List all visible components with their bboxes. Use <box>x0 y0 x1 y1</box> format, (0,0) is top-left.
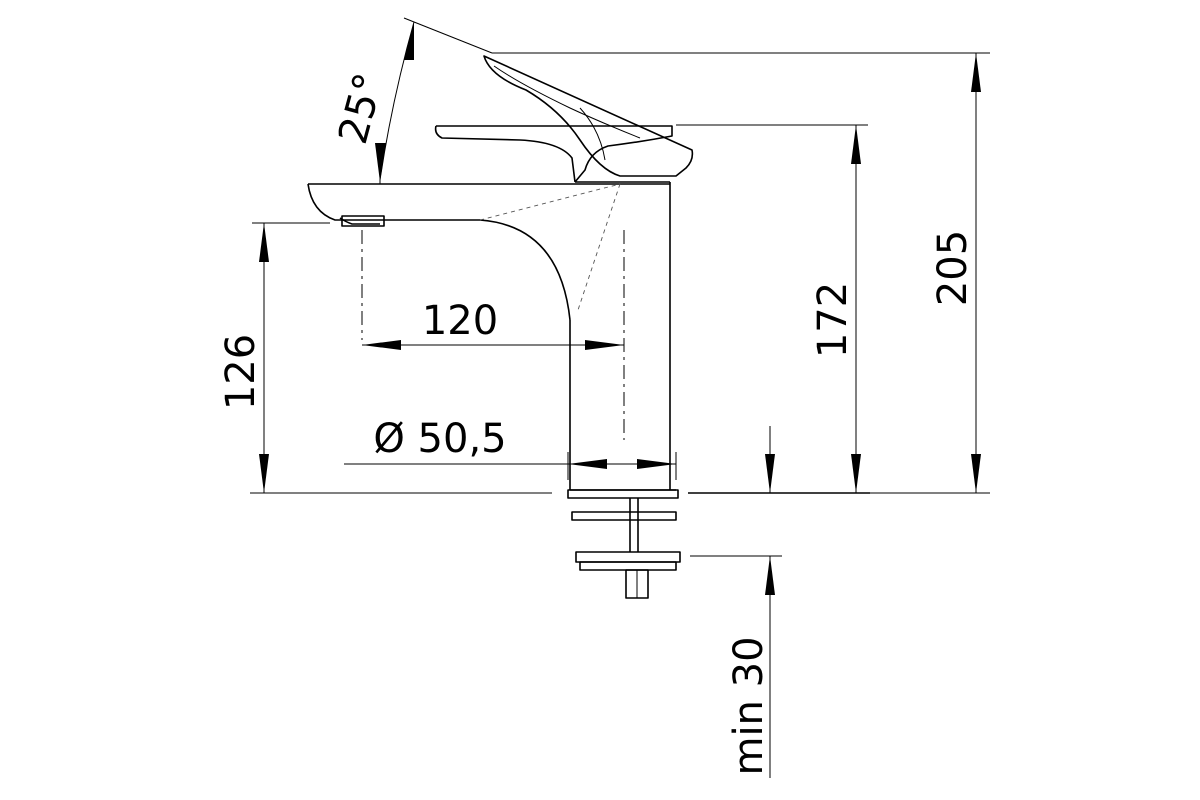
faucet-lever-open <box>483 55 694 177</box>
dim-label-205: 205 <box>930 230 976 306</box>
dim-label-diameter: Ø 50,5 <box>373 416 506 462</box>
dim-label-angle: 25° <box>330 68 393 148</box>
dim-lever-angle: 25° <box>330 21 415 182</box>
extension-lines <box>250 17 990 557</box>
dim-label-172: 172 <box>810 282 856 358</box>
dim-spout-height: 126 <box>218 223 269 493</box>
mounting-hardware <box>567 489 681 599</box>
faucet-lever-closed <box>434 125 673 183</box>
dim-label-120: 120 <box>422 298 498 344</box>
faucet-spout <box>307 183 621 340</box>
dim-min-deck: min 30 <box>726 426 775 778</box>
dim-lever-height: 172 <box>810 125 861 493</box>
dim-label-126: 126 <box>218 334 264 410</box>
dim-label-min30: min 30 <box>726 636 772 775</box>
dim-spout-reach: 120 <box>362 298 624 350</box>
dim-overall-height: 205 <box>930 53 981 493</box>
dim-body-diameter: Ø 50,5 <box>344 416 676 469</box>
